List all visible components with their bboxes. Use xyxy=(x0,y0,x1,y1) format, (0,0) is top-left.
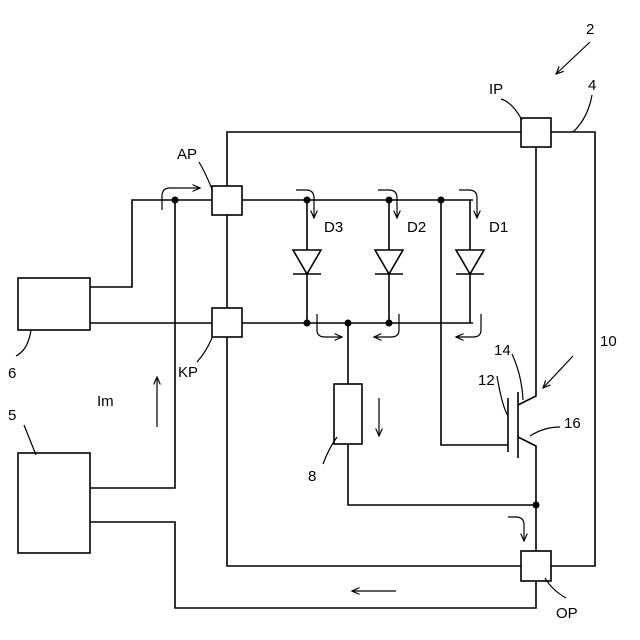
diode-d3-symbol xyxy=(293,250,321,274)
terminal-ip-pad xyxy=(521,118,551,147)
label-terminal-op: OP xyxy=(556,605,578,622)
diode-d1-symbol xyxy=(456,250,484,274)
label-diode-d2: D2 xyxy=(407,219,426,236)
label-diode-d3: D3 xyxy=(324,219,343,236)
label-terminal-ip: IP xyxy=(489,81,503,98)
source-5-block xyxy=(18,453,90,553)
label-transistor: 10 xyxy=(600,333,617,350)
label-terminal-ap: AP xyxy=(177,146,197,163)
terminal-ap-pad xyxy=(212,186,242,215)
label-terminal-kp: KP xyxy=(178,364,198,381)
transistor-symbol xyxy=(508,392,518,458)
label-device: 2 xyxy=(586,21,594,38)
terminal-kp-pad xyxy=(212,308,242,337)
label-source-pin: 16 xyxy=(564,415,581,432)
label-outer-loop: 4 xyxy=(588,77,596,94)
label-unit-6: 6 xyxy=(8,365,16,382)
label-drain: 14 xyxy=(494,342,511,359)
label-source-5: 5 xyxy=(8,407,16,424)
resistor-8-symbol xyxy=(334,384,362,444)
label-diode-d1: D1 xyxy=(489,219,508,236)
diode-d2-symbol xyxy=(375,250,403,274)
label-current: Im xyxy=(97,393,114,410)
label-gate: 12 xyxy=(478,372,495,389)
unit-6-block xyxy=(18,278,90,330)
label-resistor: 8 xyxy=(308,468,316,485)
outer-loop-wire xyxy=(227,132,595,566)
terminal-op-pad xyxy=(521,551,551,581)
